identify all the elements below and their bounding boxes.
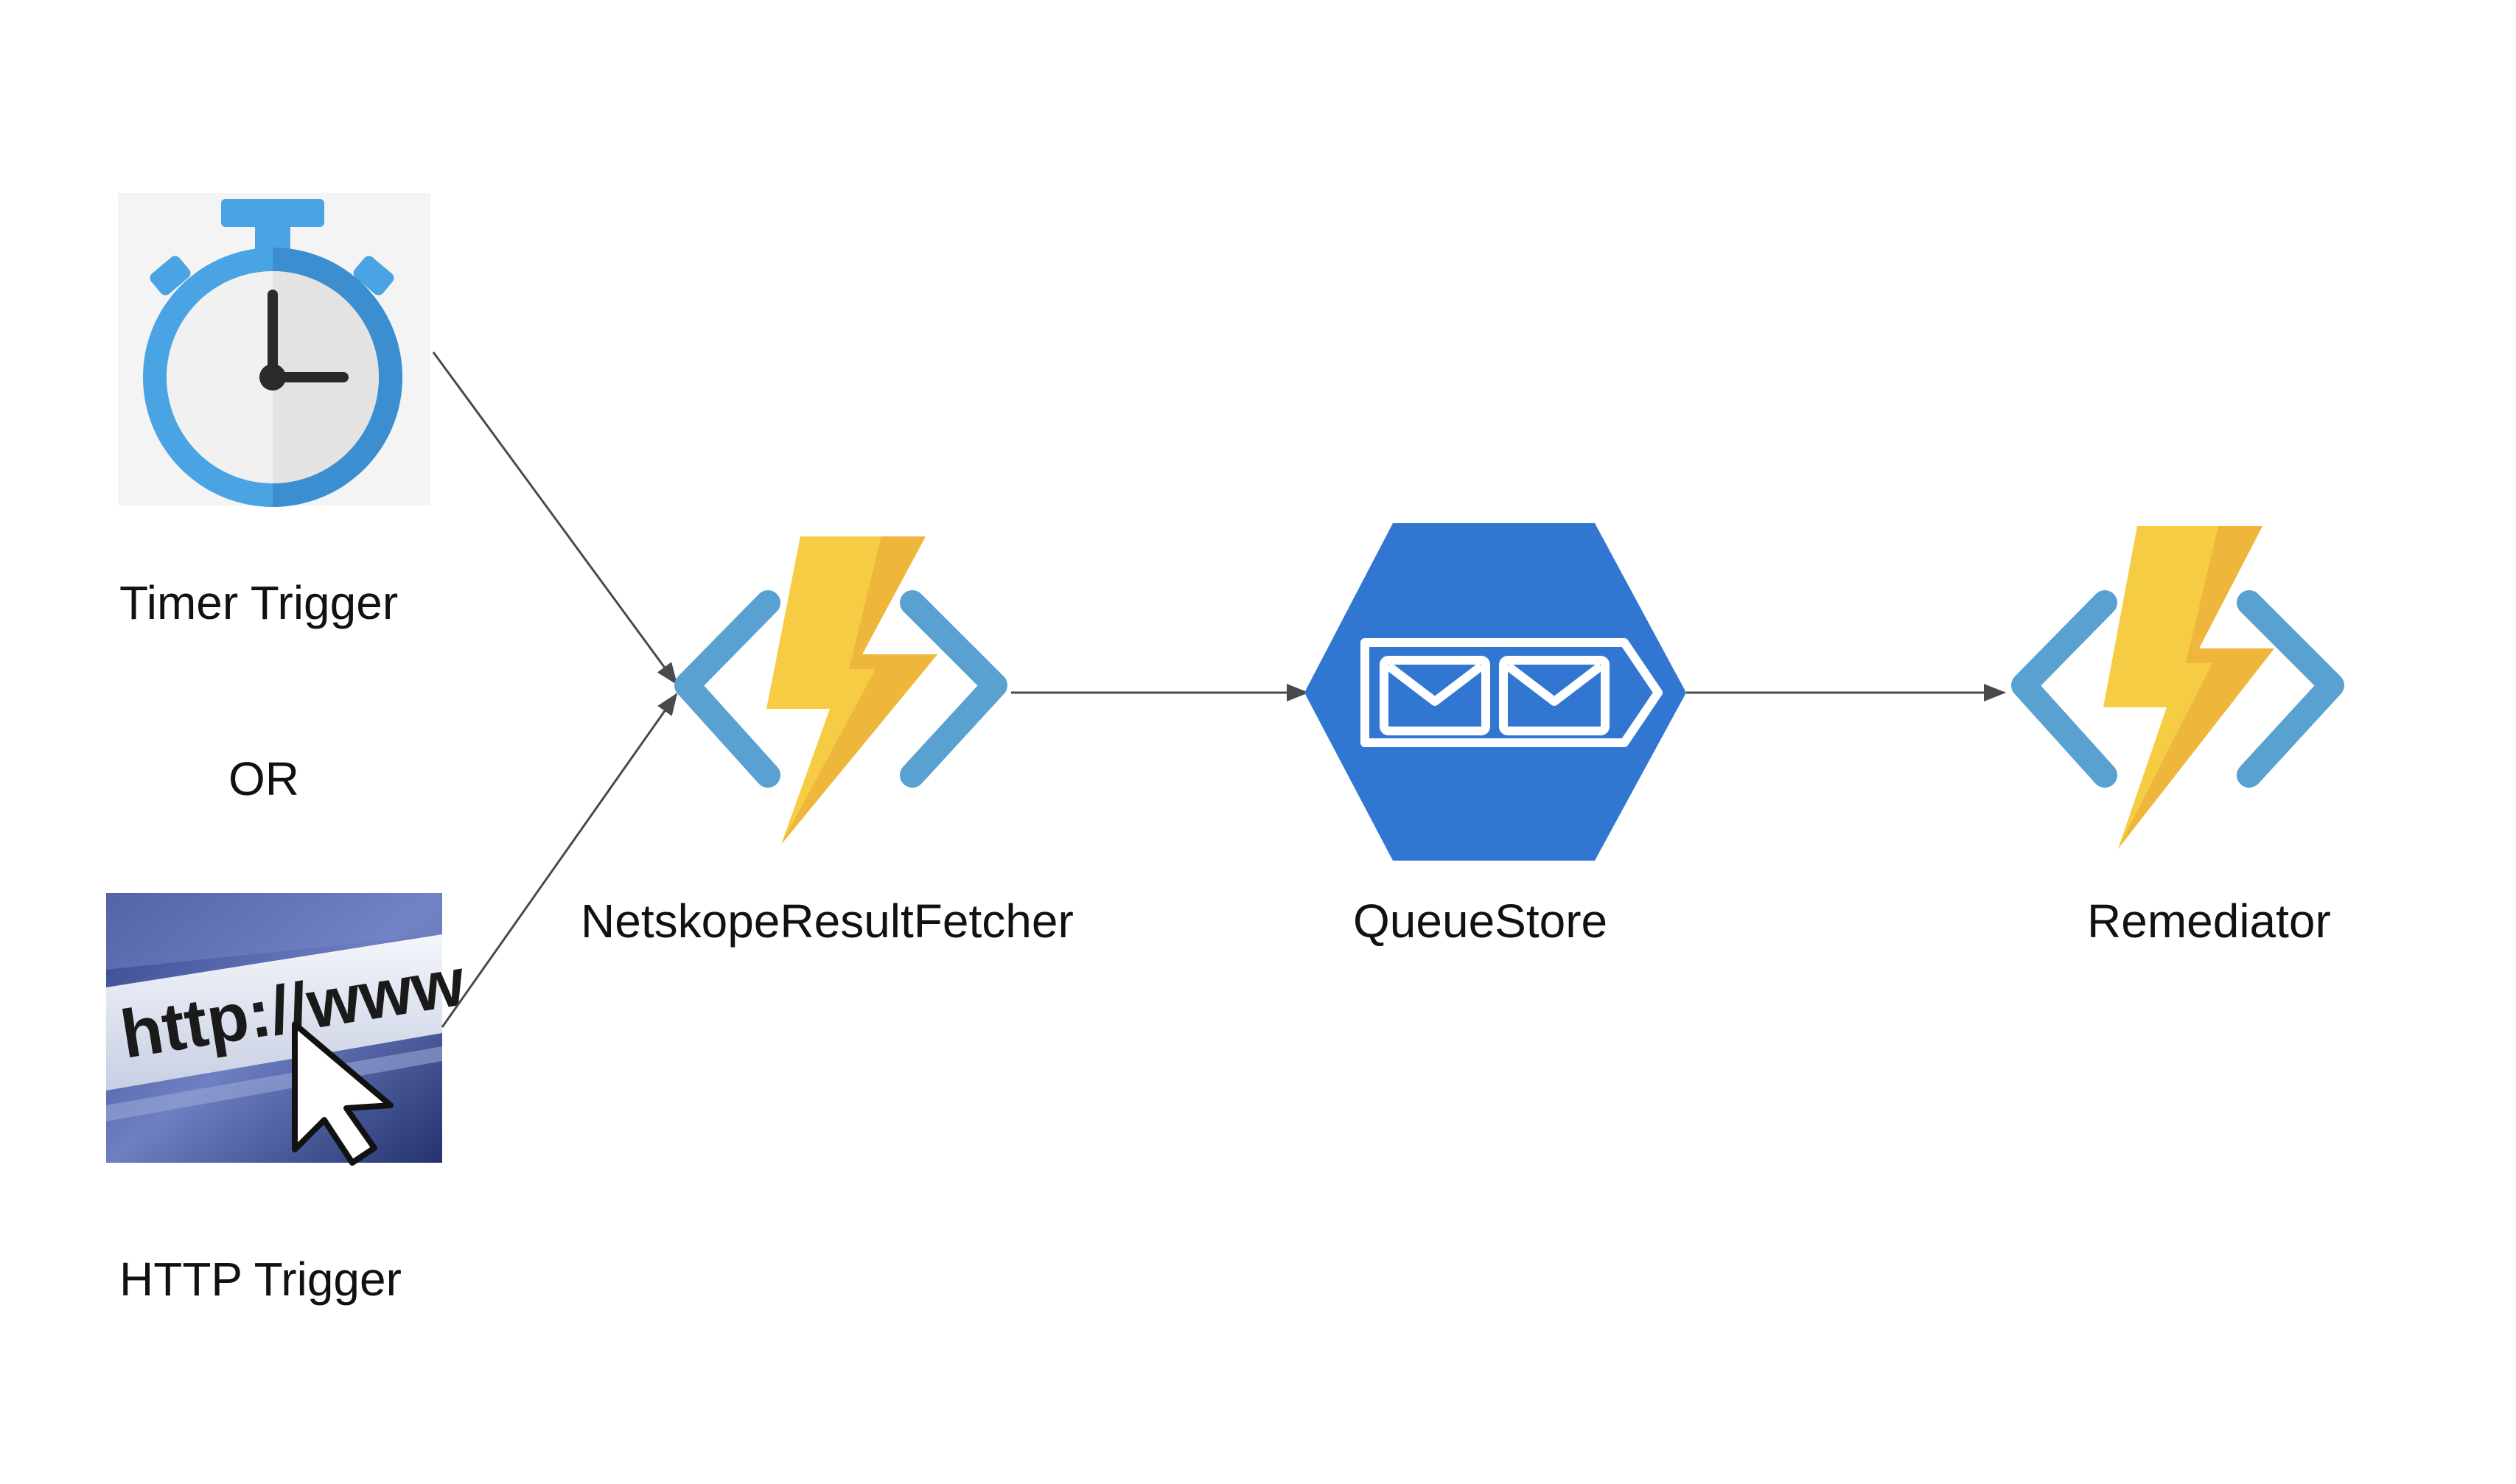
http-trigger-label: HTTP Trigger (119, 1253, 402, 1306)
fetcher-label: NetskopeResultFetcher (581, 895, 1074, 948)
queue-store-label: QueueStore (1353, 895, 1608, 948)
connectors (432, 351, 2006, 1028)
edge-timer-to-fetcher (432, 351, 678, 685)
remediator-label: Remediator (2087, 895, 2331, 948)
or-text: OR (228, 752, 299, 805)
azure-function-icon (674, 536, 1007, 844)
timer-trigger-label: Timer Trigger (119, 576, 399, 629)
http-www-cursor-icon: http://www (106, 893, 470, 1166)
queue-storage-icon (1304, 523, 1686, 861)
stopwatch-icon (118, 193, 430, 507)
edge-http-to-fetcher (441, 693, 678, 1028)
azure-function-icon (2011, 526, 2344, 849)
